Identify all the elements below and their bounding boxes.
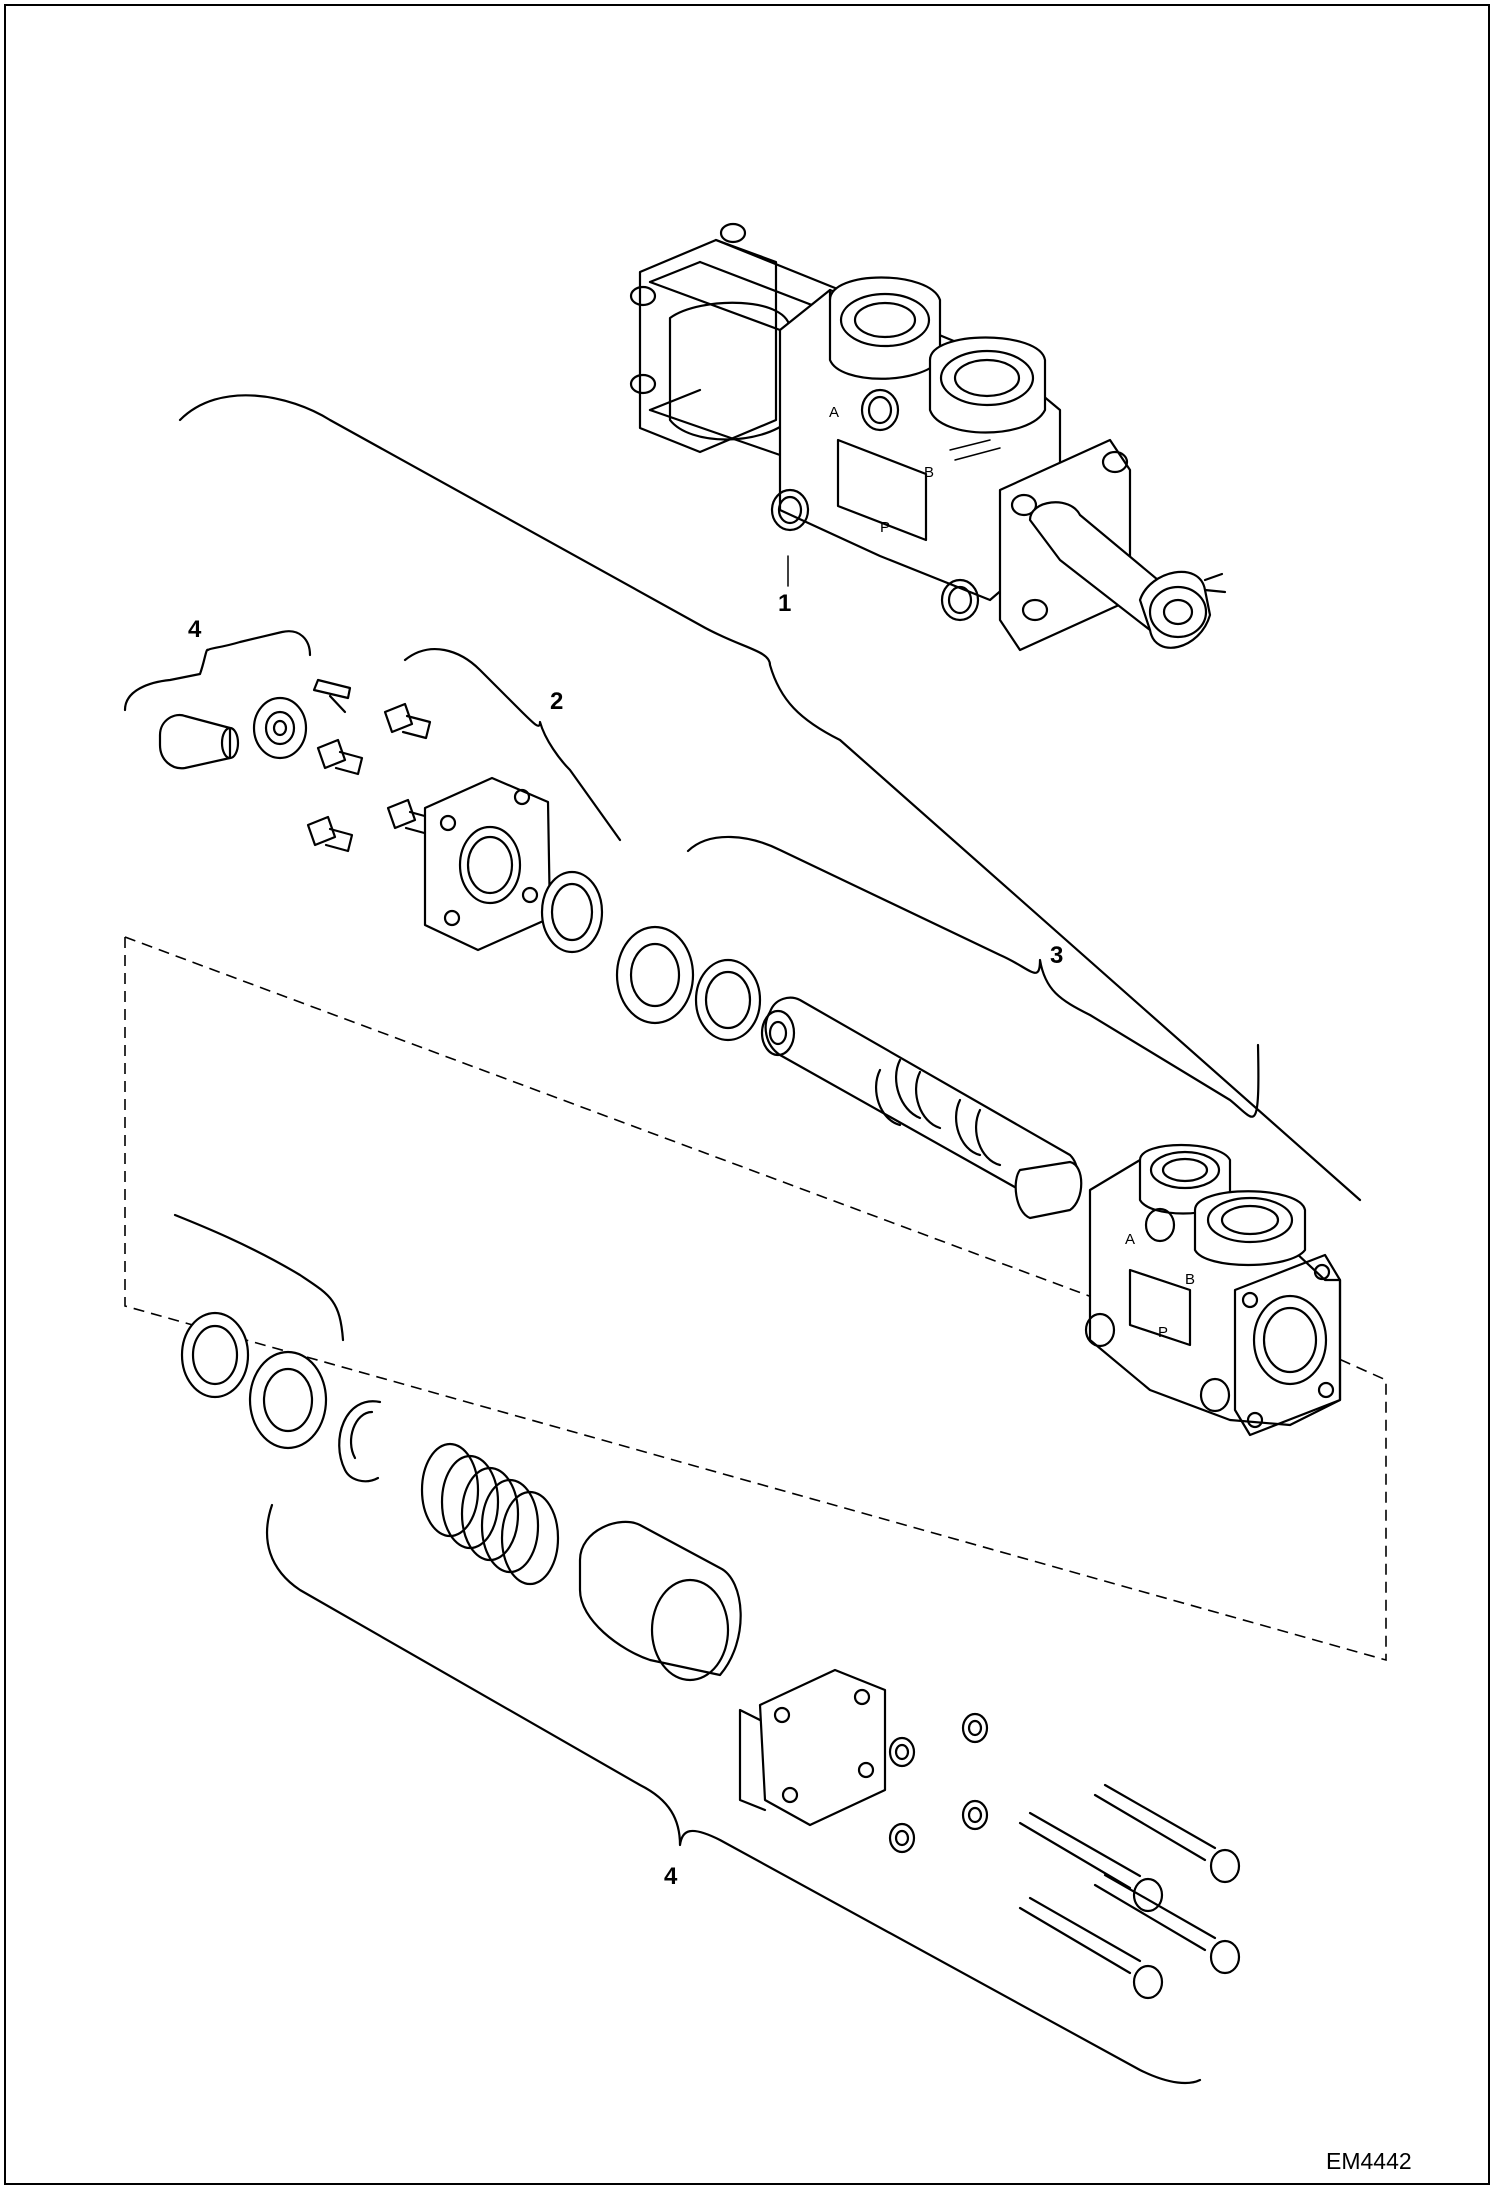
assembly-axis-dashed-center	[124, 936, 1101, 1301]
kit-4-hardware-top	[158, 678, 434, 853]
callout-2: 2	[550, 688, 564, 715]
port-label-b: B	[924, 464, 935, 481]
kit-4-parts-bottom	[180, 1311, 1241, 2000]
valve-body-illustration	[1084, 1143, 1342, 1437]
body-port-label-p: P	[1158, 1324, 1169, 1341]
kit-2-seal-plate	[423, 776, 762, 1042]
figure-number: EM4442	[1326, 2148, 1412, 2174]
kit-brackets	[123, 394, 1362, 2085]
assembly-axis-dashed	[124, 937, 1387, 1662]
port-label-a: A	[829, 404, 840, 421]
port-label-p: P	[880, 519, 891, 536]
body-port-label-a: A	[1125, 1231, 1136, 1248]
drawing-border	[4, 4, 1490, 2185]
callout-4-bottom: 4	[664, 1863, 678, 1890]
kit-3-spool	[760, 996, 1083, 1220]
valve-assembly-illustration	[629, 222, 1227, 652]
body-port-label-b: B	[1185, 1271, 1196, 1288]
callout-4-top: 4	[188, 616, 202, 643]
callout-1: 1	[778, 590, 792, 617]
callout-3: 3	[1050, 942, 1064, 969]
spring	[420, 1442, 560, 1586]
